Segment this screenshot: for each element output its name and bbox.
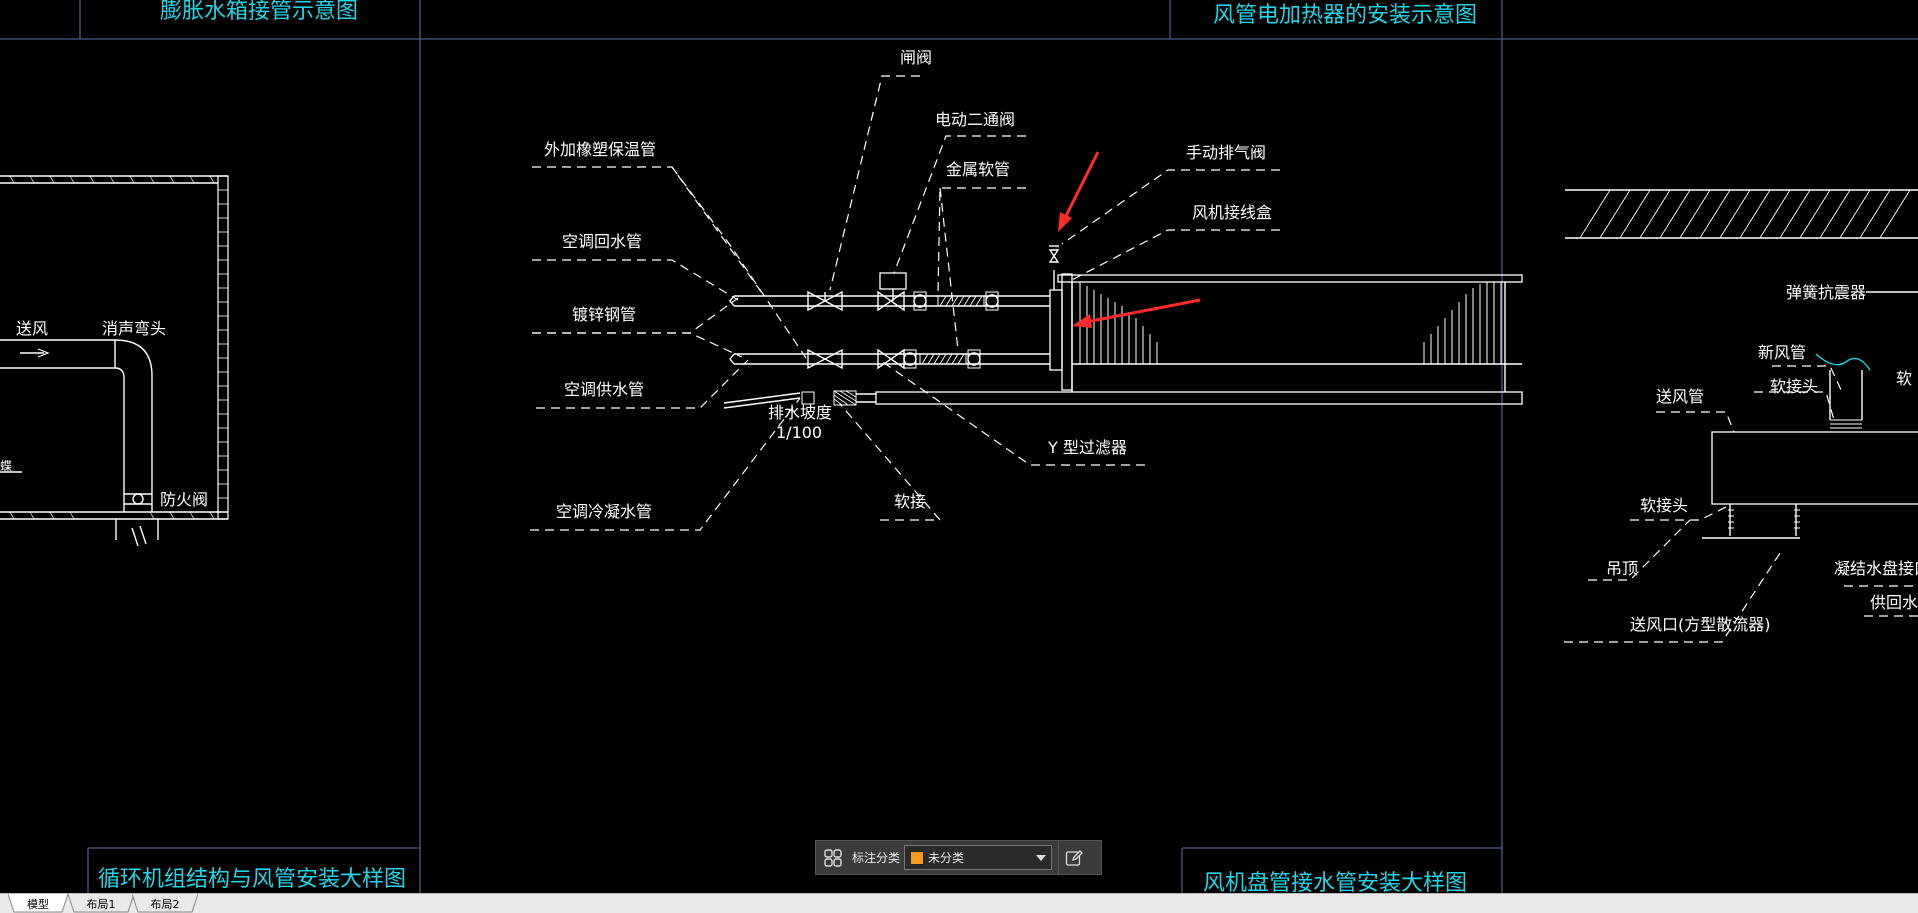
label-drain-slope-value: 1/100: [776, 423, 822, 442]
label-metal-hose: 金属软管: [946, 160, 1010, 179]
label-ac-return-pipe: 空调回水管: [562, 232, 642, 251]
title-duct-heater: 风管电加热器的安装示意图: [1213, 3, 1477, 28]
title-fan-coil-drain: 风机盘管接水管安装大样图: [1203, 871, 1467, 893]
label-drain-slope: 排水坡度: [768, 403, 832, 422]
annotation-toolbar: 标注分类 未分类: [815, 840, 1102, 875]
edit-icon[interactable]: [1058, 841, 1089, 874]
label-spring-isolator: 弹簧抗震器: [1786, 283, 1866, 302]
center-detail-drawing: 闸阀 电动二通阀 金属软管 手动排气阀 风机接线盒 外加橡塑保温管 空调回水管 …: [530, 48, 1523, 531]
label-partial-soft: 软: [1896, 369, 1912, 388]
label-partial-left: 蝶: [0, 458, 12, 473]
label-condensate-tray-port: 凝结水盘接口: [1834, 559, 1918, 578]
layout-tab-bar: 模型 布局1 布局2: [0, 893, 1918, 913]
annotation-category-value: 未分类: [928, 851, 965, 865]
label-electric-two-way-valve: 电动二通阀: [935, 110, 1015, 129]
title-expansion-tank: 膨胀水箱接管示意图: [160, 0, 358, 24]
tab-model[interactable]: 模型: [8, 894, 68, 913]
label-supply-air: 送风: [16, 319, 48, 338]
label-fresh-air-duct: 新风管: [1758, 343, 1806, 362]
chevron-down-icon: [1036, 854, 1047, 861]
label-flexible-joint: 软接: [894, 492, 926, 511]
tab-model-label: 模型: [27, 897, 49, 911]
label-soft-joint-top: 软接头: [1770, 377, 1818, 396]
label-ac-supply-pipe: 空调供水管: [564, 380, 644, 399]
red-arrow-icon: [1058, 151, 1100, 232]
label-fire-damper: 防火阀: [160, 490, 208, 509]
tab-layout-2[interactable]: 布局2: [132, 894, 198, 913]
label-silencer-elbow: 消声弯头: [102, 319, 166, 338]
label-y-strainer: Y 型过滤器: [1047, 438, 1127, 457]
label-gate-valve: 闸阀: [900, 48, 932, 67]
grid-icon[interactable]: [816, 841, 850, 874]
sheet-frames: [0, 0, 1918, 893]
title-circulation-unit: 循环机组结构与风管安装大样图: [98, 867, 406, 892]
category-color-swatch: [910, 850, 925, 865]
red-arrow-icon: [1072, 298, 1201, 328]
label-soft-joint-bottom: 软接头: [1640, 496, 1688, 515]
label-ac-condensate-pipe: 空调冷凝水管: [556, 502, 652, 521]
cad-drawing-canvas[interactable]: 膨胀水箱接管示意图 风管电加热器的安装示意图 循环机组结构与风管安装大样图 风机…: [0, 0, 1918, 893]
label-galvanized-steel-pipe: 镀锌钢管: [572, 305, 636, 324]
label-insulation-pipe: 外加橡塑保温管: [544, 140, 656, 159]
tab-layout-1[interactable]: 布局1: [68, 894, 134, 913]
annotation-category-label: 标注分类: [852, 851, 901, 865]
cad-drawing: 膨胀水箱接管示意图 风管电加热器的安装示意图 循环机组结构与风管安装大样图 风机…: [0, 0, 1918, 893]
tab-layout-1-label: 布局1: [86, 897, 116, 911]
label-supply-return-pipe: 供回水管: [1870, 593, 1918, 612]
label-supply-diffuser: 送风口(方型散流器): [1630, 615, 1771, 634]
annotation-category-select[interactable]: 未分类: [904, 845, 1053, 870]
label-fan-junction-box: 风机接线盒: [1192, 203, 1272, 222]
label-manual-air-vent: 手动排气阀: [1186, 143, 1266, 162]
left-detail-drawing: 送风 消声弯头 防火阀 蝶: [0, 175, 229, 547]
label-supply-duct: 送风管: [1656, 387, 1704, 406]
label-hanger-rod: 吊顶: [1606, 559, 1638, 578]
tab-layout-2-label: 布局2: [150, 897, 180, 911]
right-detail-drawing: 弹簧抗震器 新风管 软接头 软 送风管 软接头 吊顶 凝结水盘接口 供回水管 送…: [1564, 189, 1918, 643]
